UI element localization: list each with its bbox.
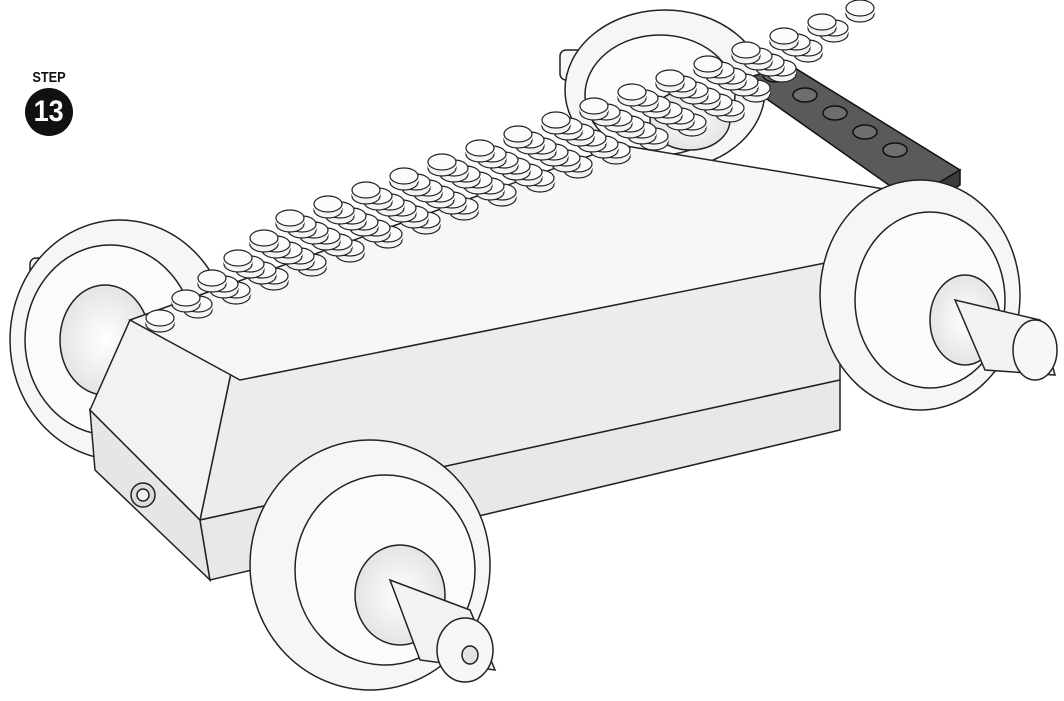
stud (694, 56, 722, 78)
stud (250, 230, 278, 252)
stud (656, 70, 684, 92)
stud (198, 270, 226, 292)
stud (146, 310, 174, 332)
stud (172, 290, 200, 312)
front-right-wheel (820, 180, 1057, 410)
stud (542, 112, 570, 134)
stud (770, 28, 798, 50)
stud (618, 84, 646, 106)
stud (428, 154, 456, 176)
stud (504, 126, 532, 148)
stud (224, 250, 252, 272)
stud (580, 98, 608, 120)
stud (276, 210, 304, 232)
stud (314, 196, 342, 218)
stud (466, 140, 494, 162)
stud (808, 14, 836, 36)
stud (846, 0, 874, 22)
stud (352, 182, 380, 204)
stud (390, 168, 418, 190)
chassis-body (90, 145, 950, 580)
stud (732, 42, 760, 64)
